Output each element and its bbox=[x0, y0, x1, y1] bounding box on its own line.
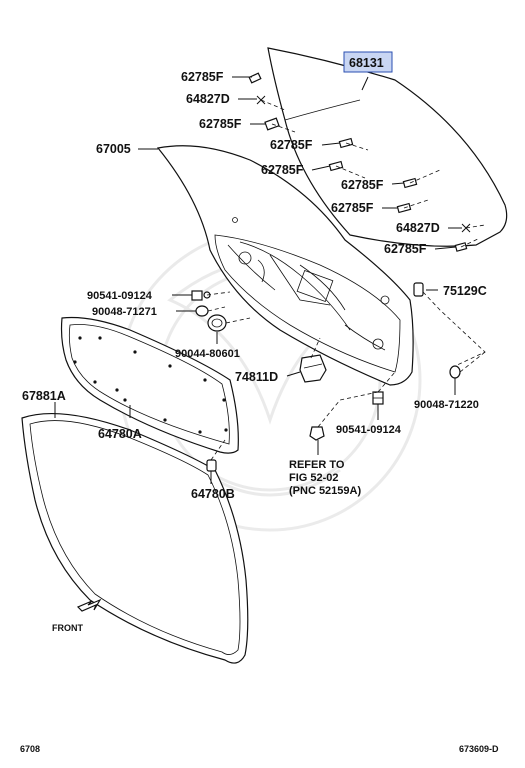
label-62785F-2[interactable]: 62785F bbox=[199, 117, 242, 131]
label-67005[interactable]: 67005 bbox=[96, 142, 131, 156]
label-90048-71271[interactable]: 90048-71271 bbox=[92, 306, 157, 318]
label-75129C[interactable]: 75129C bbox=[443, 284, 487, 298]
label-front: FRONT bbox=[52, 623, 83, 633]
label-90048-71220[interactable]: 90048-71220 bbox=[414, 399, 479, 411]
label-64827D-2[interactable]: 64827D bbox=[396, 221, 440, 235]
pad-75129C[interactable] bbox=[413, 282, 424, 297]
label-62785F-3[interactable]: 62785F bbox=[270, 138, 313, 152]
trunk-lid-lining-64780A[interactable] bbox=[60, 316, 239, 454]
label-67881A[interactable]: 67881A bbox=[22, 389, 66, 403]
grommet-90044-80601[interactable] bbox=[207, 314, 227, 332]
weatherstrip-67881A[interactable] bbox=[21, 412, 249, 664]
plug-90048-71271[interactable] bbox=[195, 305, 209, 317]
label-62785F-1[interactable]: 62785F bbox=[181, 70, 224, 84]
label-62785F-6[interactable]: 62785F bbox=[331, 201, 374, 215]
label-refer-line-1: REFER TO bbox=[289, 459, 345, 471]
clip-refer-52159A[interactable] bbox=[309, 426, 325, 441]
bumper-90541-upper[interactable] bbox=[191, 290, 211, 301]
footer-left-code: 6708 bbox=[20, 744, 40, 754]
clip-62785F-1[interactable] bbox=[248, 72, 262, 84]
label-refer-line-3[interactable]: (PNC 52159A) bbox=[289, 485, 361, 497]
plug-90048-71220[interactable] bbox=[449, 365, 461, 379]
label-64780B[interactable]: 64780B bbox=[191, 487, 235, 501]
trunk-lid-panel-68131[interactable] bbox=[267, 47, 508, 247]
label-74811D[interactable]: 74811D bbox=[235, 370, 278, 384]
highlighted-part-box bbox=[343, 51, 393, 73]
trunk-lid-inner-frame-67005[interactable] bbox=[156, 145, 414, 386]
label-64780A[interactable]: 64780A bbox=[98, 427, 142, 441]
label-62785F-7[interactable]: 62785F bbox=[384, 242, 427, 256]
clip-64780B[interactable] bbox=[206, 459, 217, 472]
label-68131[interactable]: 68131 bbox=[349, 56, 384, 70]
handle-74811D[interactable] bbox=[299, 354, 327, 383]
footer-right-code: 673609-D bbox=[459, 744, 499, 754]
bumper-90541-lower[interactable] bbox=[372, 391, 384, 405]
part-labels: 68131 62785F 64827D 62785F 67005 62785F … bbox=[22, 51, 487, 633]
front-arrow-icon bbox=[76, 598, 102, 612]
label-64827D-1[interactable]: 64827D bbox=[186, 92, 230, 106]
label-62785F-4[interactable]: 62785F bbox=[261, 163, 304, 177]
footer: 6708 673609-D bbox=[20, 744, 499, 754]
leader-lines bbox=[54, 76, 462, 484]
dashed-alignment-lines bbox=[206, 99, 486, 461]
label-62785F-5[interactable]: 62785F bbox=[341, 178, 384, 192]
label-refer-line-2[interactable]: FIG 52-02 bbox=[289, 472, 339, 484]
label-90541-09124-lower[interactable]: 90541-09124 bbox=[336, 424, 402, 436]
label-90044-80601[interactable]: 90044-80601 bbox=[175, 348, 240, 360]
label-90541-09124-upper[interactable]: 90541-09124 bbox=[87, 290, 153, 302]
